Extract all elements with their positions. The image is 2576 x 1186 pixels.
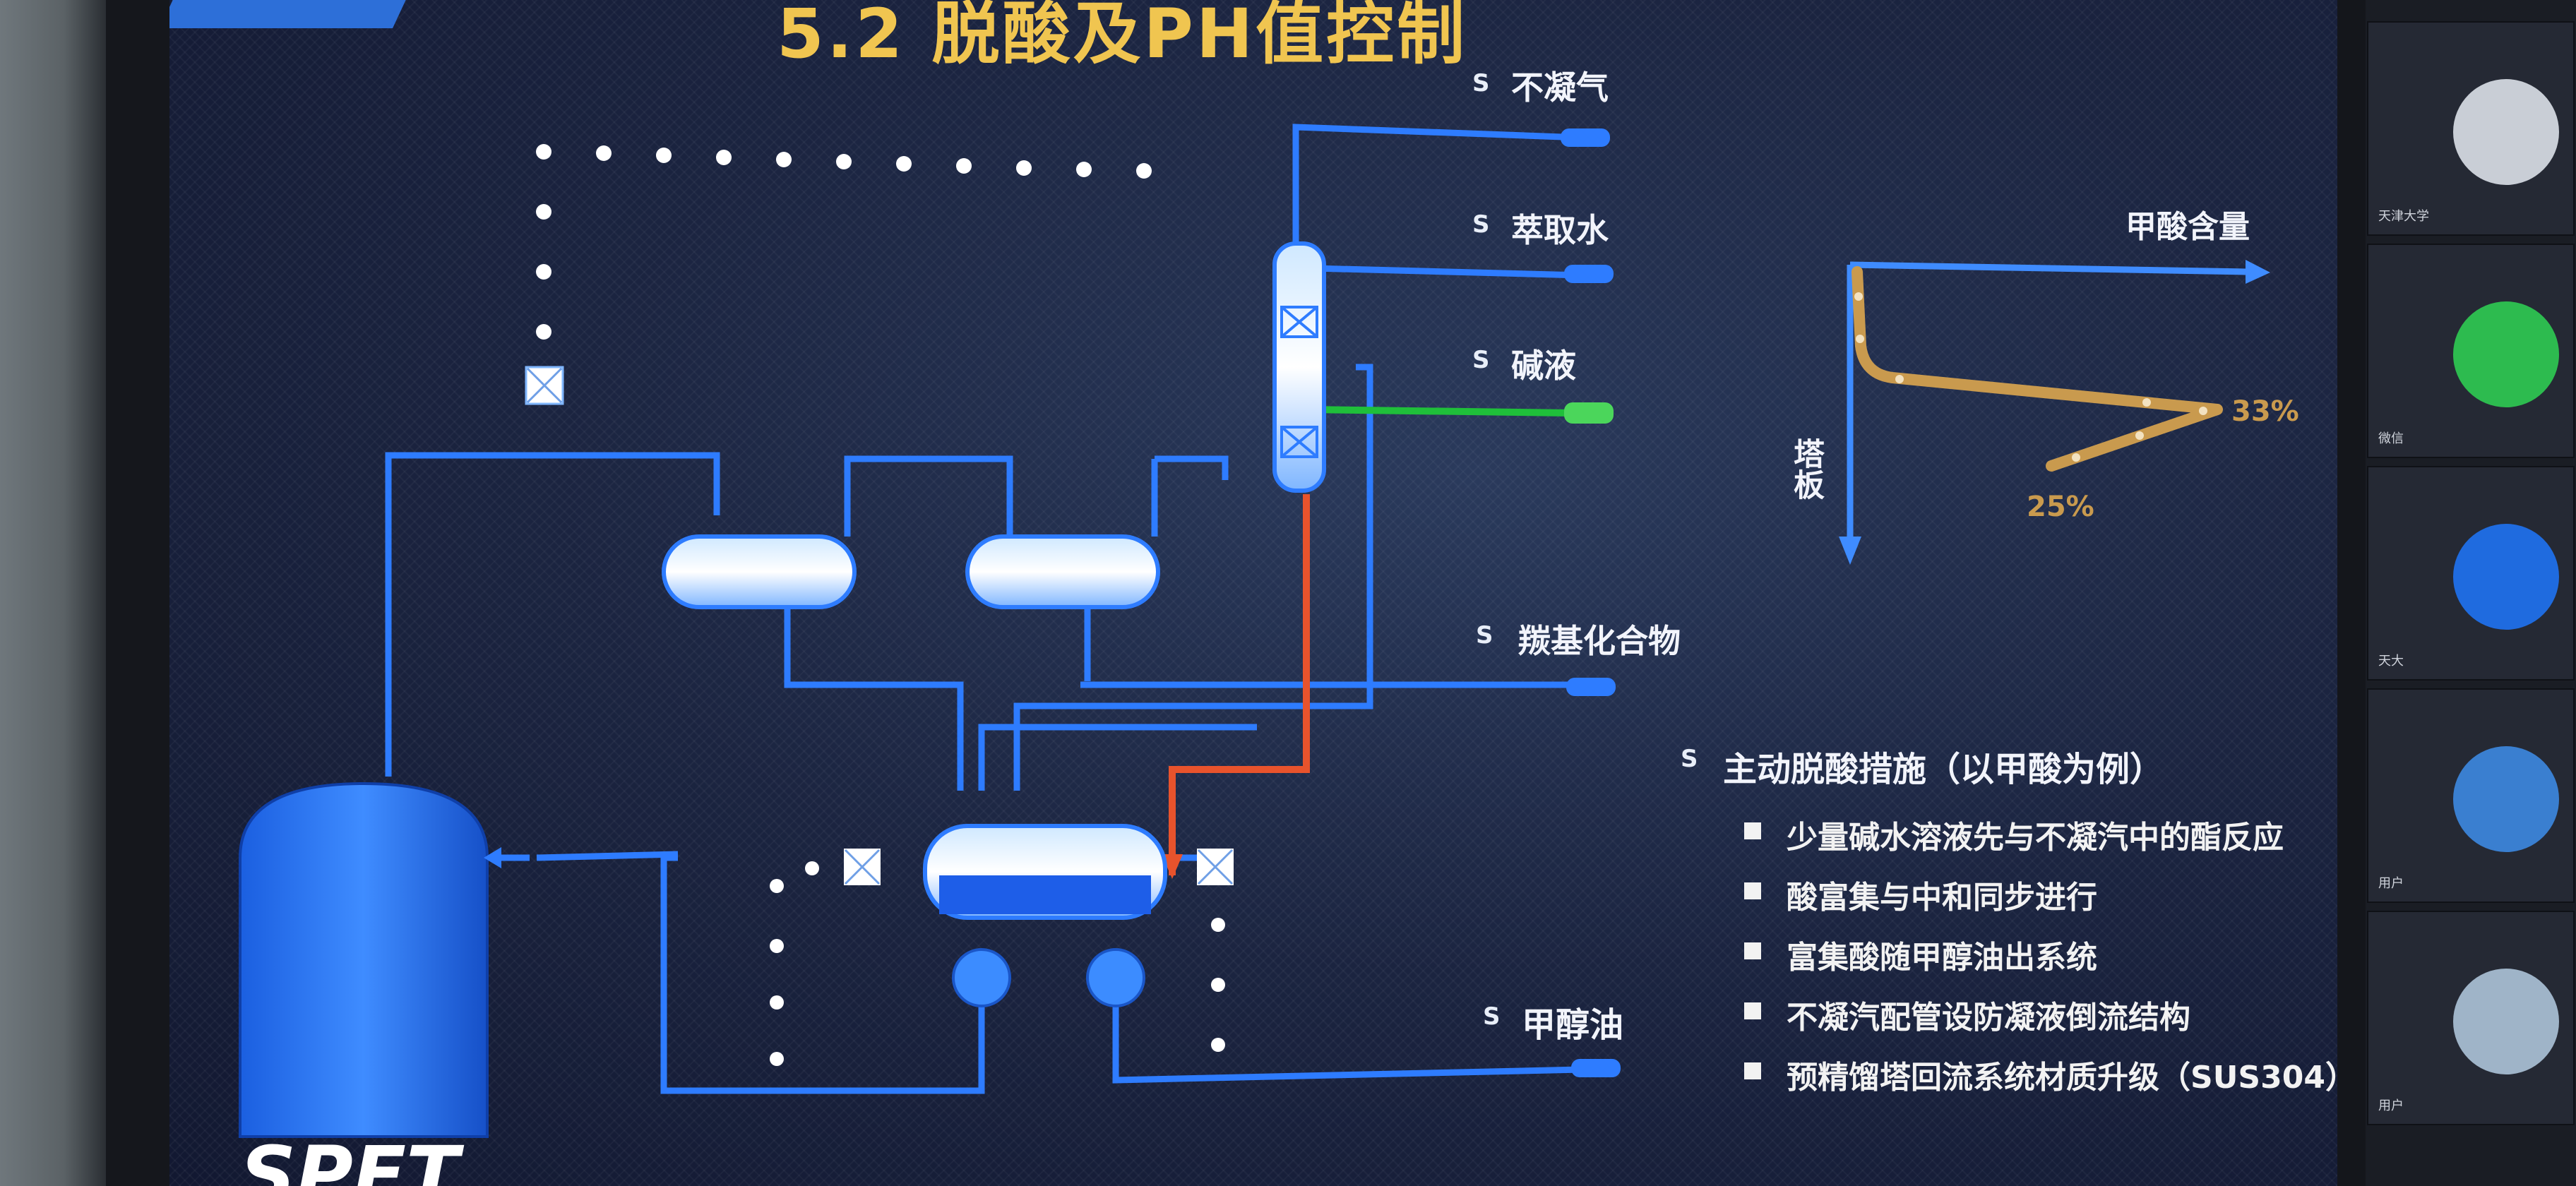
process-flow-diagram [239,124,2270,1138]
column [1272,241,1326,493]
s-marker: S [1472,210,1490,239]
pump-2 [1086,948,1145,1007]
stream-label-alkali: 碱液 [1511,347,1576,385]
participant-name: 微信 [2378,431,2404,446]
s-marker: S [1483,1002,1501,1031]
company-logo: SPET [240,1130,460,1186]
chart-label-high: 33% [2231,395,2299,428]
bullet [1744,1062,1761,1079]
measure-item: 少量碱水溶液先与不凝汽中的酯反应 [1787,820,2284,856]
bullet [1744,942,1761,959]
chart-x-label: 甲酸含量 [2125,209,2250,245]
profile-chart [1839,260,2270,565]
participant-name: 用户 [2378,1098,2404,1113]
projected-slide: 5.2 脱酸及PH值控制 [169,0,2337,1186]
condenser-2 [965,534,1160,609]
title-prefix: 5.2 [777,0,906,73]
s-marker: S [1472,346,1490,374]
overhead-red-pipe [1169,494,1310,875]
slide-title: 5.2 脱酸及PH值控制 [777,0,1467,77]
participant-name: 天大 [2378,654,2404,669]
stream-label-extraction-water: 萃取水 [1511,211,1609,249]
participant-tile[interactable]: 天大 [2367,466,2575,681]
title-text: 脱酸及PH值控制 [931,0,1468,73]
s-marker: S [1476,621,1493,649]
measure-item: 富集酸随甲醇油出系统 [1787,940,2097,976]
vent-dotted-line [536,144,1152,340]
alkali-outlet [1564,402,1614,424]
chart-label-low: 25% [2027,491,2094,523]
avatar [2453,746,2559,852]
participant-tile[interactable]: 微信 [2367,244,2575,458]
avatar [2453,969,2559,1074]
bullet [1744,1002,1761,1019]
stream-label-noncondensable: 不凝气 [1511,68,1609,107]
avatar [2453,524,2559,630]
stream-outlets [1561,128,1621,1077]
participant-name: 用户 [2378,876,2404,891]
bullet [1744,822,1761,839]
chart-y-label: 塔板 [1788,438,1824,500]
pump-1 [952,948,1011,1007]
storage-tank [239,781,489,1138]
participant-name: 天津大学 [2378,209,2429,224]
measure-item: 预精馏塔回流系统材质升级（SUS304） [1787,1060,2337,1096]
wechat-icon [2453,301,2559,407]
s-marker: S [1472,69,1490,97]
stream-label-methanol-oil: 甲醇油 [1522,1005,1624,1045]
monitor-bezel-right [2337,0,2366,1186]
bullet [1744,882,1761,899]
alkali-pipe [1306,406,1572,417]
measures-heading: 主动脱酸措施（以甲酸为例） [1723,750,2164,789]
s-marker: S [1681,745,1698,773]
condenser-1 [662,534,857,609]
wall-left [0,0,106,1186]
monitor-bezel-left [106,0,169,1186]
measure-item: 酸富集与中和同步进行 [1787,880,2097,916]
participant-tile[interactable]: 天津大学 [2367,21,2575,236]
participant-tile[interactable]: 用户 [2367,688,2575,903]
stream-label-carbonyl: 羰基化合物 [1518,622,1681,660]
measure-item: 不凝汽配管设防凝液倒流结构 [1787,1000,2190,1036]
pipes-blue [385,124,1582,1094]
avatar [2453,79,2559,185]
participant-tile[interactable]: 用户 [2367,911,2575,1125]
